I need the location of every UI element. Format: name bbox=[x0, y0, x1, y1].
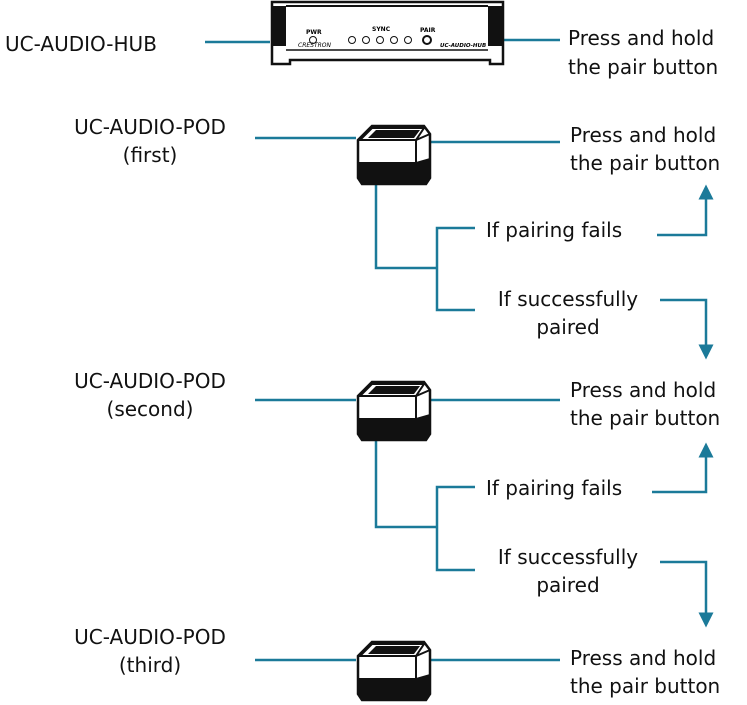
pod3-label: UC-AUDIO-POD bbox=[74, 625, 226, 649]
hub-device: PWR SYNC PAIR CRESTRON UC-AUDIO-HUB bbox=[270, 0, 505, 66]
pod2-order: (second) bbox=[106, 397, 194, 421]
branch2-success-line1: If successfully bbox=[497, 545, 639, 569]
pod3-action-line2: the pair button bbox=[570, 674, 721, 698]
pod1-action-line2: the pair button bbox=[570, 151, 721, 175]
pod2-action-line2: the pair button bbox=[570, 406, 721, 430]
branch2-fail: If pairing fails bbox=[486, 476, 623, 500]
brand-logo: CRESTRON bbox=[298, 42, 332, 49]
branch2-success-line2: paired bbox=[536, 573, 600, 597]
hub-action-line2: the pair button bbox=[568, 55, 719, 79]
pod2-action-line1: Press and hold bbox=[570, 378, 717, 402]
pod2-label: UC-AUDIO-POD bbox=[74, 369, 226, 393]
pod3-action-line1: Press and hold bbox=[570, 646, 717, 670]
pwr-led bbox=[309, 36, 317, 44]
pwr-label: PWR bbox=[306, 29, 322, 36]
pod1-label: UC-AUDIO-POD bbox=[74, 115, 226, 139]
pair-label: PAIR bbox=[420, 27, 436, 34]
pod1-order: (first) bbox=[122, 143, 178, 167]
sync-label: SYNC bbox=[372, 26, 391, 33]
hub-action-line1: Press and hold bbox=[568, 26, 715, 50]
branch1-success-line1: If successfully bbox=[497, 287, 639, 311]
pair-button bbox=[422, 35, 432, 45]
branch1-fail: If pairing fails bbox=[486, 218, 623, 242]
pod-device-second bbox=[356, 380, 432, 442]
connector-lines bbox=[205, 38, 714, 662]
model-label: UC-AUDIO-HUB bbox=[440, 43, 486, 49]
hub-label: UC-AUDIO-HUB bbox=[5, 32, 157, 56]
branch1-success-line2: paired bbox=[536, 315, 600, 339]
pod-device-first bbox=[356, 124, 432, 186]
pod1-action-line1: Press and hold bbox=[570, 123, 717, 147]
pod3-order: (third) bbox=[118, 653, 182, 677]
pod-device-third bbox=[356, 640, 432, 702]
